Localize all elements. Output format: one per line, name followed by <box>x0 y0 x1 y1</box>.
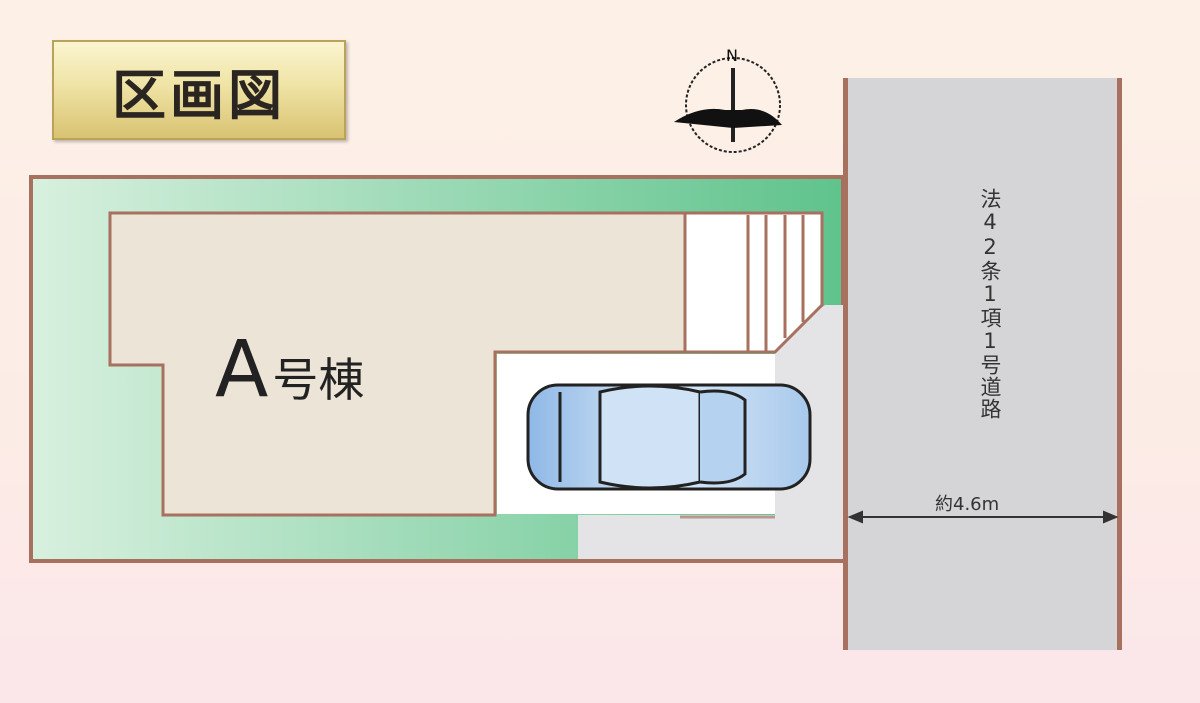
entrance-steps <box>683 211 824 354</box>
compass-icon <box>674 57 782 153</box>
building-label: A 号棟 <box>215 325 364 415</box>
title-text: 区画図 <box>112 62 286 127</box>
road-width-label: 約4.6m <box>935 494 1000 515</box>
building-suffix: 号棟 <box>272 353 365 407</box>
road-label: 法42条1項1号道路 <box>978 188 1002 420</box>
car-icon <box>526 383 812 491</box>
compass-north-label: N <box>726 46 738 65</box>
lot <box>29 175 845 563</box>
driveway <box>578 305 843 559</box>
road-width-dimension <box>847 510 1119 524</box>
page-title: 区画図 <box>52 40 346 140</box>
building-letter: A <box>215 325 269 415</box>
road <box>843 78 1122 650</box>
